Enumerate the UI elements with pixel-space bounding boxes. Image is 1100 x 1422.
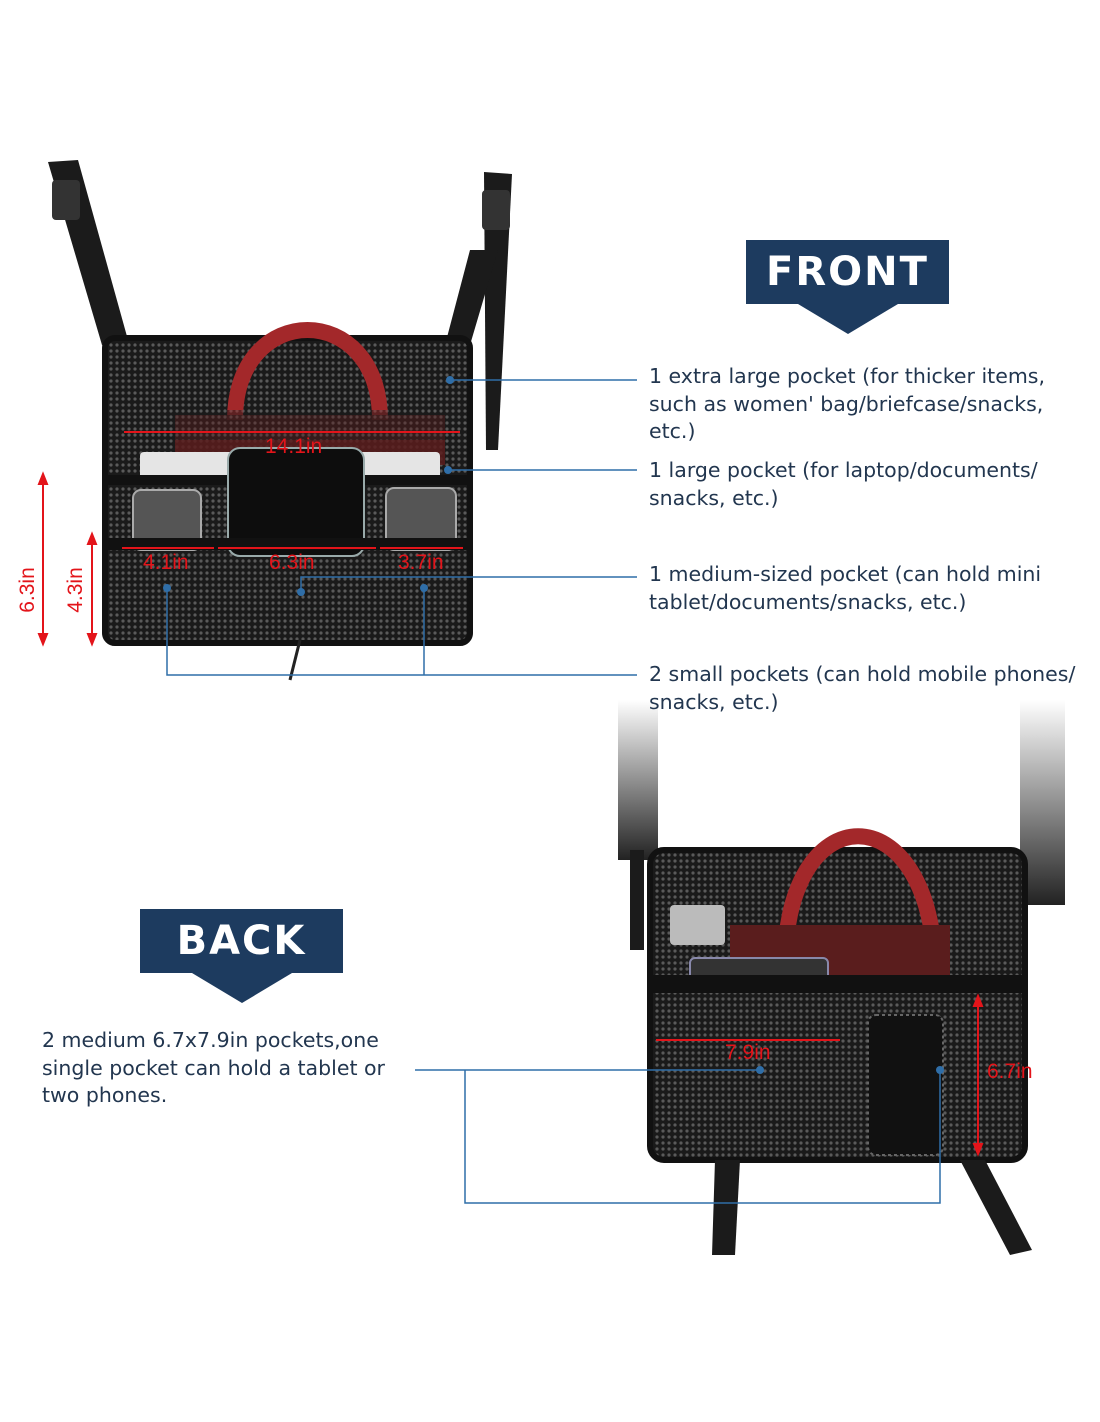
- back-organizer: [618, 700, 1065, 1255]
- back-banner: BACK: [140, 909, 343, 1003]
- dim-middle-pocket: 6.3in: [269, 551, 315, 574]
- feature-large-pocket: 1 large pocket (for laptop/documents/ sn…: [649, 458, 1038, 510]
- front-banner: FRONT: [746, 240, 949, 334]
- dim-left-pocket: 4.1in: [143, 551, 189, 574]
- feature-small-pockets: 2 small pockets (can hold mobile phones/…: [649, 662, 1076, 714]
- front-organizer: [48, 160, 512, 681]
- leader-lines: [166, 379, 941, 1204]
- dim-total-width: 14.1in: [265, 435, 323, 458]
- leader-dots: [163, 376, 944, 1074]
- feature-back-pockets: 2 medium 6.7x7.9in pockets,one single po…: [42, 1028, 385, 1107]
- dim-right-pocket: 3.7in: [398, 551, 444, 574]
- feature-extra-large-pocket: 1 extra large pocket (for thicker items,…: [649, 364, 1045, 443]
- dimension-lines: [37, 431, 984, 1157]
- dim-pocket-height: 4.3in: [63, 567, 87, 613]
- dim-back-width: 7.9in: [725, 1041, 771, 1064]
- dim-total-height: 6.3in: [15, 567, 39, 613]
- feature-medium-pocket: 1 medium-sized pocket (can hold mini tab…: [649, 562, 1042, 614]
- dim-back-height: 6.7in: [987, 1060, 1033, 1083]
